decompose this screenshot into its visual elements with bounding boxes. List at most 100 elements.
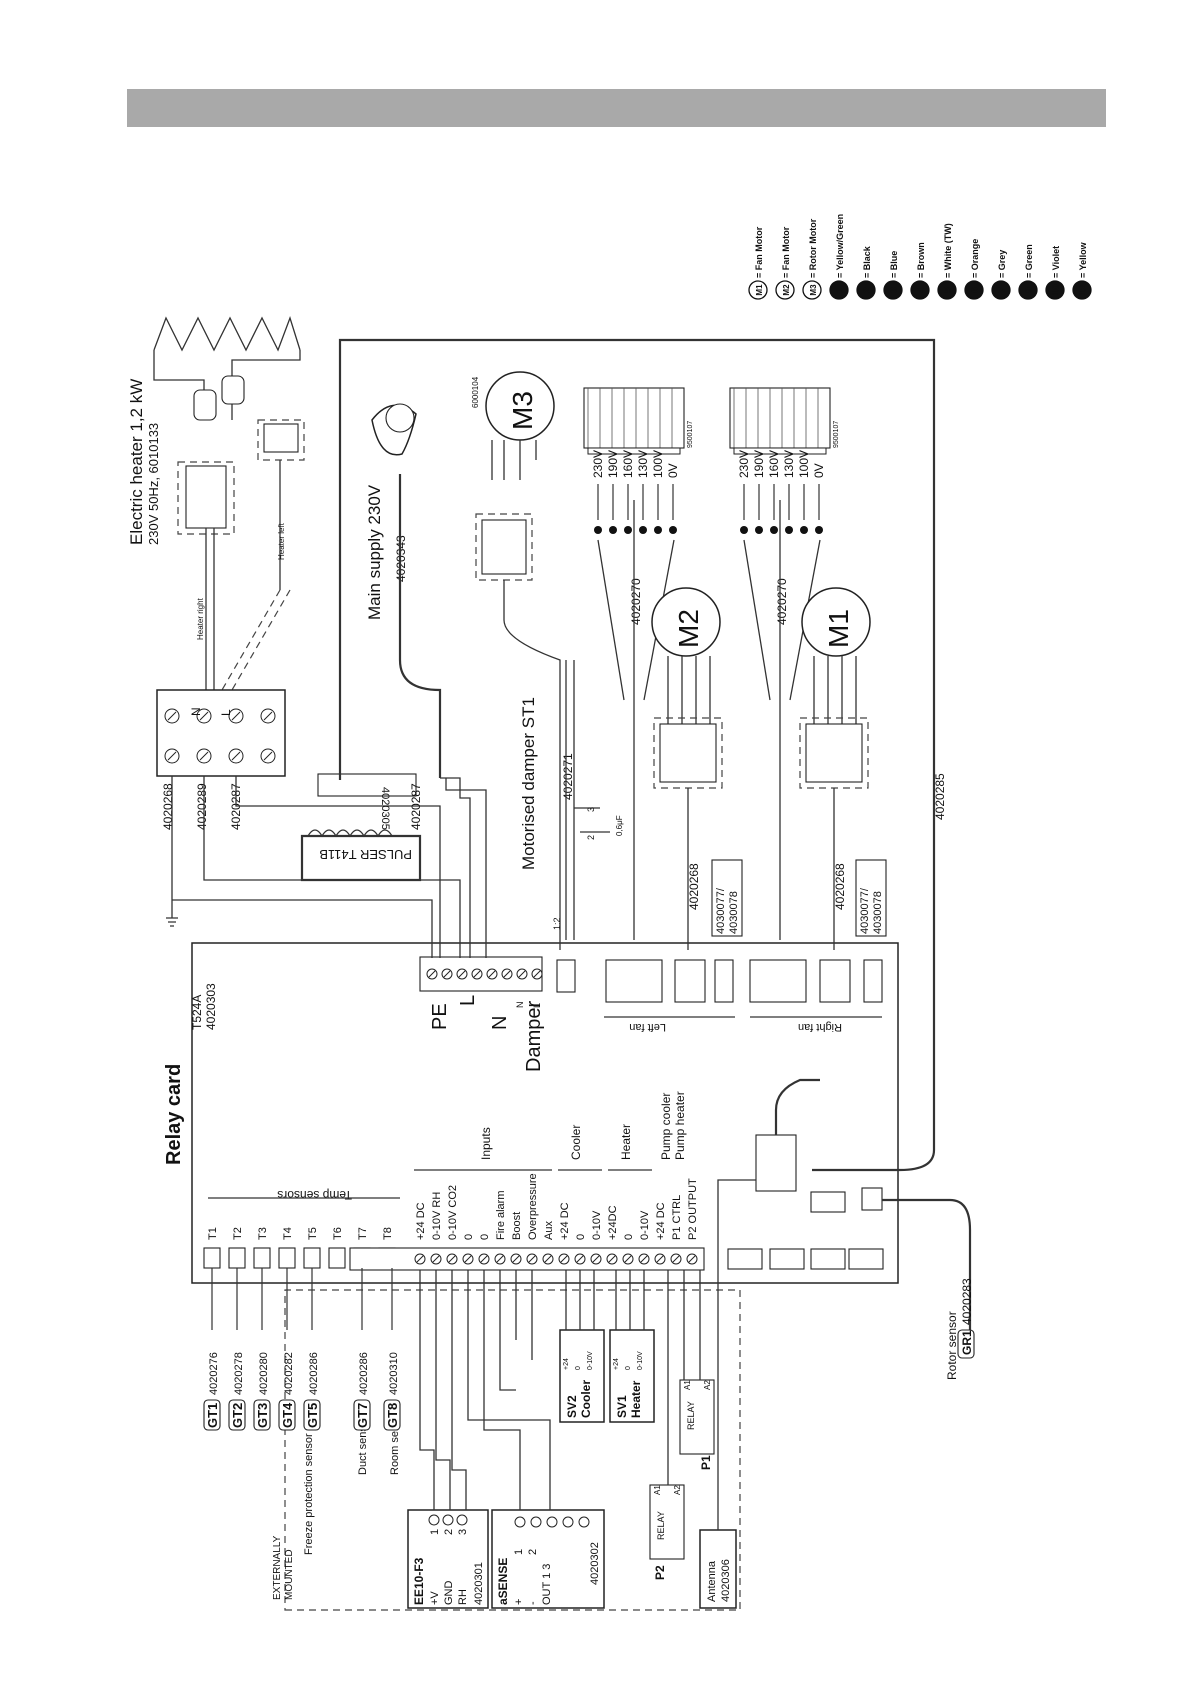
ee10-part: 4020301 bbox=[473, 1562, 485, 1605]
signal-terminal-label: 0 bbox=[463, 1234, 475, 1240]
signal-terminal-slot bbox=[528, 1255, 536, 1263]
damper-connector bbox=[556, 959, 576, 993]
header-bar bbox=[127, 89, 1106, 127]
temp-terminal-T5 bbox=[303, 1247, 321, 1269]
signal-terminal-slot bbox=[512, 1255, 520, 1263]
temp-terminal-T4 bbox=[278, 1247, 296, 1269]
external-label-2: MOUNTED bbox=[284, 1549, 295, 1600]
sv1-name: SV1 bbox=[615, 1395, 629, 1418]
legend-symbol-12 bbox=[1072, 280, 1092, 300]
sv-terminal-label: 0 bbox=[625, 1366, 632, 1370]
legend-text-12: = Yellow bbox=[1078, 241, 1088, 278]
block-screw-slot bbox=[199, 751, 209, 761]
transformer-tap-marker bbox=[624, 526, 632, 534]
signal-terminal-slot bbox=[624, 1255, 632, 1263]
right-fan-connector-main bbox=[749, 959, 807, 1003]
signal-terminal-label: Fire alarm bbox=[495, 1190, 507, 1240]
asense-pin-screw bbox=[578, 1516, 590, 1528]
relay-p1-label: P1 bbox=[699, 1455, 713, 1470]
relay-p2-text: RELAY bbox=[656, 1511, 666, 1540]
signal-terminal-slot bbox=[672, 1255, 680, 1263]
ee10-pin-num: 1 bbox=[429, 1529, 441, 1535]
ee10-box bbox=[407, 1509, 489, 1609]
antenna-cable bbox=[774, 1078, 820, 1135]
sensor-badge-GT2 bbox=[228, 1399, 246, 1431]
rotor-sensor-part: 4020283 bbox=[960, 1278, 974, 1325]
heater-left-connector bbox=[263, 423, 299, 453]
transformer-base bbox=[733, 447, 827, 455]
transformer-part: 9500107 bbox=[687, 421, 694, 448]
signal-terminal-slot bbox=[544, 1255, 552, 1263]
right-fan-connector-tiny bbox=[863, 959, 883, 1003]
sv-terminal-label: 0-10V bbox=[587, 1351, 594, 1370]
signal-terminal-label: 0 bbox=[623, 1234, 635, 1240]
block-screws bbox=[164, 708, 276, 764]
power-terminal-slot bbox=[458, 970, 466, 978]
duct-sensor-label: Duct sensor bbox=[357, 1416, 369, 1475]
signal-terminal-label: 0 bbox=[575, 1234, 587, 1240]
sensor-badge-GT1 bbox=[203, 1399, 221, 1431]
temp-terminal-T1 bbox=[203, 1247, 221, 1269]
rotor-sensor-cable bbox=[882, 1198, 972, 1350]
legend-text-10: = Violet bbox=[1051, 246, 1061, 278]
fan-m1-connector-outline bbox=[799, 717, 869, 789]
heater-left-dashed-1 bbox=[221, 589, 281, 691]
fan-m1-connector bbox=[805, 723, 863, 783]
relay-p1-a2: A2 bbox=[703, 1380, 712, 1390]
relay-wires bbox=[667, 1270, 701, 1485]
ee10-pin-num: 2 bbox=[443, 1529, 455, 1535]
fan-m2-wires bbox=[667, 656, 711, 724]
legend-symbol-7 bbox=[991, 280, 1011, 300]
ee10-pin-label: RH bbox=[457, 1589, 469, 1605]
signal-terminal-label: Boost bbox=[511, 1212, 523, 1240]
antenna-part: 4020306 bbox=[720, 1559, 732, 1602]
signal-terminal-label: 0 bbox=[479, 1234, 491, 1240]
ee10-wires bbox=[419, 1270, 467, 1510]
sensor-badge-GT3 bbox=[253, 1399, 271, 1431]
pulser-coils bbox=[307, 829, 393, 838]
block-screw-slot bbox=[263, 711, 273, 721]
signal-terminals bbox=[414, 1253, 698, 1265]
heater-title: Electric heater 1,2 kW bbox=[127, 379, 146, 545]
temp-terminal-label-T4: T4 bbox=[282, 1227, 294, 1240]
legend-symbol-3 bbox=[883, 280, 903, 300]
main-supply-title: Main supply 230V bbox=[365, 484, 384, 620]
card-block-1 bbox=[727, 1248, 763, 1270]
right-fan-capacitor bbox=[855, 859, 887, 937]
sensor-part-GT7: 4020286 bbox=[358, 1352, 370, 1395]
legend-text-4: = Brown bbox=[916, 242, 926, 278]
heater-spec: 230V 50Hz, 6010133 bbox=[146, 423, 161, 545]
ground-sym-pe bbox=[166, 900, 178, 927]
legend-symbol-text-M1: M1 bbox=[755, 284, 764, 296]
transformer-tap-marker bbox=[669, 526, 677, 534]
legend-text-5: = White (TW) bbox=[943, 223, 953, 278]
pulser-label: PULSER T411B bbox=[319, 847, 412, 862]
sv2-name: SV2 bbox=[565, 1395, 579, 1418]
signal-terminal-label: Aux bbox=[543, 1221, 555, 1240]
transformer-part: 9500107 bbox=[833, 421, 840, 448]
power-terminal-slot bbox=[518, 970, 526, 978]
heater-right-label: Heater right bbox=[196, 597, 205, 640]
signal-terminal-label: Overpressure bbox=[527, 1173, 539, 1240]
legend-symbol-text-M2: M2 bbox=[782, 284, 791, 296]
legend-symbol-2 bbox=[856, 280, 876, 300]
sensor-badge-GT7 bbox=[353, 1399, 371, 1431]
transformer-tap-label: 0V bbox=[812, 463, 826, 478]
temp-terminal-label-T5: T5 bbox=[307, 1227, 319, 1240]
temp-terminal-T3 bbox=[253, 1247, 271, 1269]
temp-terminal-label-T2: T2 bbox=[232, 1227, 244, 1240]
sensor-name-GT5: GT5 bbox=[305, 1403, 320, 1428]
ee10-pin-screw bbox=[428, 1514, 440, 1526]
right-fan-label: Right fan bbox=[798, 1021, 842, 1033]
transformer-tap-label: 230V bbox=[591, 450, 605, 478]
group-label: Inputs bbox=[479, 1127, 493, 1160]
temp-terminal-label-T6: T6 bbox=[332, 1227, 344, 1240]
rotor-sensor-name: GR1 bbox=[960, 1330, 974, 1355]
asense-pin-screw bbox=[546, 1516, 558, 1528]
relay-card-part: 4020303 bbox=[204, 983, 218, 1030]
sv2-desc: Cooler bbox=[579, 1380, 593, 1418]
legend-symbol-text-6: 6 bbox=[970, 287, 981, 293]
